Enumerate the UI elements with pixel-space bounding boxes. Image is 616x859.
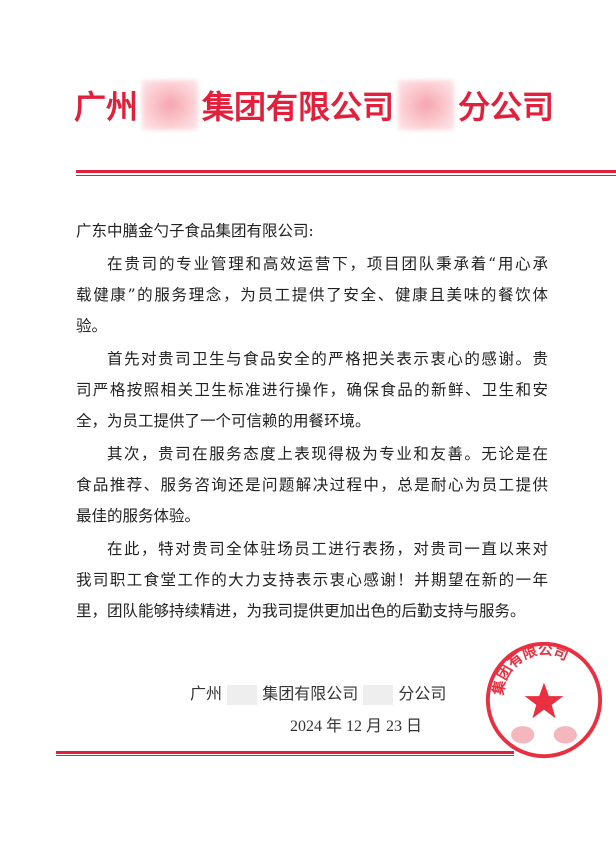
letter-body: 广东中膳金勺子食品集团有限公司: 在贵司的专业管理和高效运营下，项目团队秉承着“… bbox=[76, 216, 548, 629]
letterhead-part: 集团有限公司 bbox=[202, 88, 395, 126]
paragraph: 首先对贵司卫生与食品安全的严格把关表示衷心的感谢。贵司严格按照相关卫生标准进行操… bbox=[76, 344, 548, 437]
company-seal: 集团有限公司 bbox=[485, 642, 603, 759]
text-line: 我司职工食堂工作的大力支持表示衷心感谢！并期望在新的一年 bbox=[76, 571, 548, 589]
text-line: 食品推荐、服务咨询还是问题解决过程中，总是耐心为员工提供 bbox=[76, 476, 548, 494]
signature-part: 分公司 bbox=[398, 684, 447, 703]
paragraph: 在贵司的专业管理和高效运营下，项目团队秉承着“用心承载健康”的服务理念，为员工提… bbox=[76, 249, 548, 342]
seal-text: 集团有限公司 bbox=[489, 642, 571, 698]
redacted-block bbox=[398, 80, 455, 130]
paragraph: 其次，贵司在服务态度上表现得极为专业和友善。无论是在食品推荐、服务咨询还是问题解… bbox=[76, 439, 548, 532]
text-line: 在贵司的专业管理和高效运营下，项目团队秉承着“用心承 bbox=[107, 255, 548, 273]
redacted-block bbox=[142, 80, 199, 130]
footer-rule-thin bbox=[56, 755, 514, 756]
redacted-block bbox=[553, 726, 577, 744]
text-line: 全，为员工提供了一个可信赖的用餐环境。 bbox=[76, 412, 371, 430]
letterhead-title: 广州 集团有限公司 分公司 bbox=[74, 80, 554, 130]
text-line: 其次，贵司在服务态度上表现得极为专业和友善。无论是在 bbox=[107, 445, 548, 463]
redacted-block bbox=[511, 726, 535, 744]
redacted-block bbox=[227, 684, 258, 705]
text-line: 最佳的服务体验。 bbox=[76, 507, 201, 525]
text-line: 载健康”的服务理念，为员工提供了安全、健康且美味的餐饮体 bbox=[76, 286, 548, 304]
letterhead-part: 分公司 bbox=[458, 88, 555, 126]
text-line: 首先对贵司卫生与食品安全的严格把关表示衷心的感谢。贵 bbox=[107, 350, 548, 368]
signature-part: 广州 bbox=[190, 684, 223, 703]
signature-part: 集团有限公司 bbox=[262, 684, 359, 703]
star-icon bbox=[524, 682, 564, 719]
redacted-block bbox=[363, 684, 394, 705]
text-line: 司严格按照相关卫生标准进行操作，确保食品的新鲜、卫生和安 bbox=[76, 381, 548, 399]
svg-text:集团有限公司: 集团有限公司 bbox=[489, 642, 571, 698]
letter-date: 2024 年 12 月 23 日 bbox=[290, 718, 423, 735]
header-rule-thin bbox=[76, 175, 616, 176]
greeting: 广东中膳金勺子食品集团有限公司: bbox=[76, 222, 314, 240]
paragraph: 在此，特对贵司全体驻场员工进行表扬，对贵司一直以来对我司职工食堂工作的大力支持表… bbox=[76, 534, 548, 627]
footer-rule bbox=[56, 751, 514, 754]
signature: 广州 集团有限公司 分公司 bbox=[190, 680, 446, 705]
letterhead-part: 广州 bbox=[74, 88, 139, 126]
header-rule bbox=[76, 170, 616, 173]
text-line: 在此，特对贵司全体驻场员工进行表扬，对贵司一直以来对 bbox=[107, 540, 548, 558]
text-line: 里，团队能够持续精进，为我司提供更加出色的后勤支持与服务。 bbox=[76, 602, 526, 620]
text-line: 验。 bbox=[76, 317, 108, 335]
